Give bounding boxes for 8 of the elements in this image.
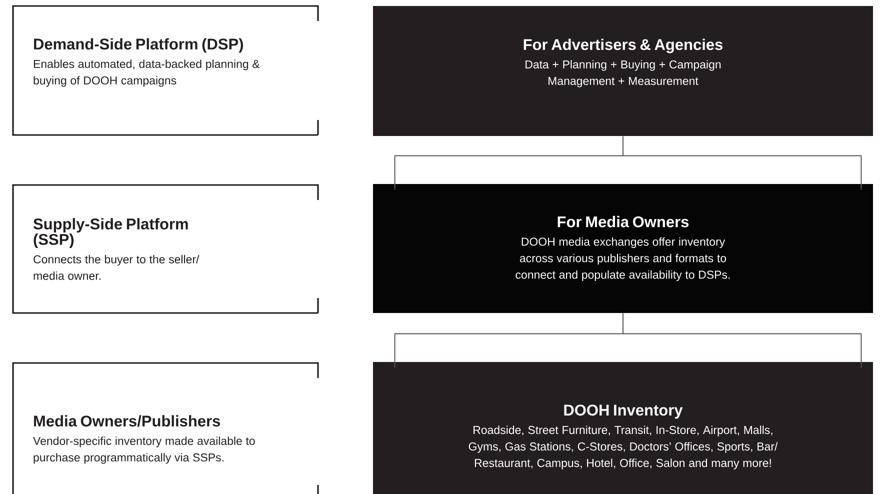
bracket-box: Media Owners/Publishers Vendor-specific inventory made available to purchase programmatically via SSPs. [12,362,319,494]
dark-box: For Media Owners DOOH media exchanges offer inventory across various publishers and formats to connect and populate availability to DSPs. [373,184,873,313]
bracket-connector [394,312,862,368]
bracket-box: Demand-Side Platform (DSP) Enables automated, data-backed planning & buying of DOOH campaigns [12,5,319,136]
bracket-connector [394,136,862,190]
bracket-box: Supply-Side Platform (SSP) Connects the buyer to the seller/ media owner. [12,184,319,314]
dark-box: For Advertisers & Agencies Data + Planning + Buying + Campaign Management + Measurement [373,6,873,136]
dark-box: DOOH Inventory Roadside, Street Furniture, Transit, In-Store, Airport, Malls, Gyms, Gas Stations, C-Stores, Doctors’ Offices, Sports, Bar/ Restaurant, Campus, Hotel, Office, Salon and many more! [373,362,873,494]
